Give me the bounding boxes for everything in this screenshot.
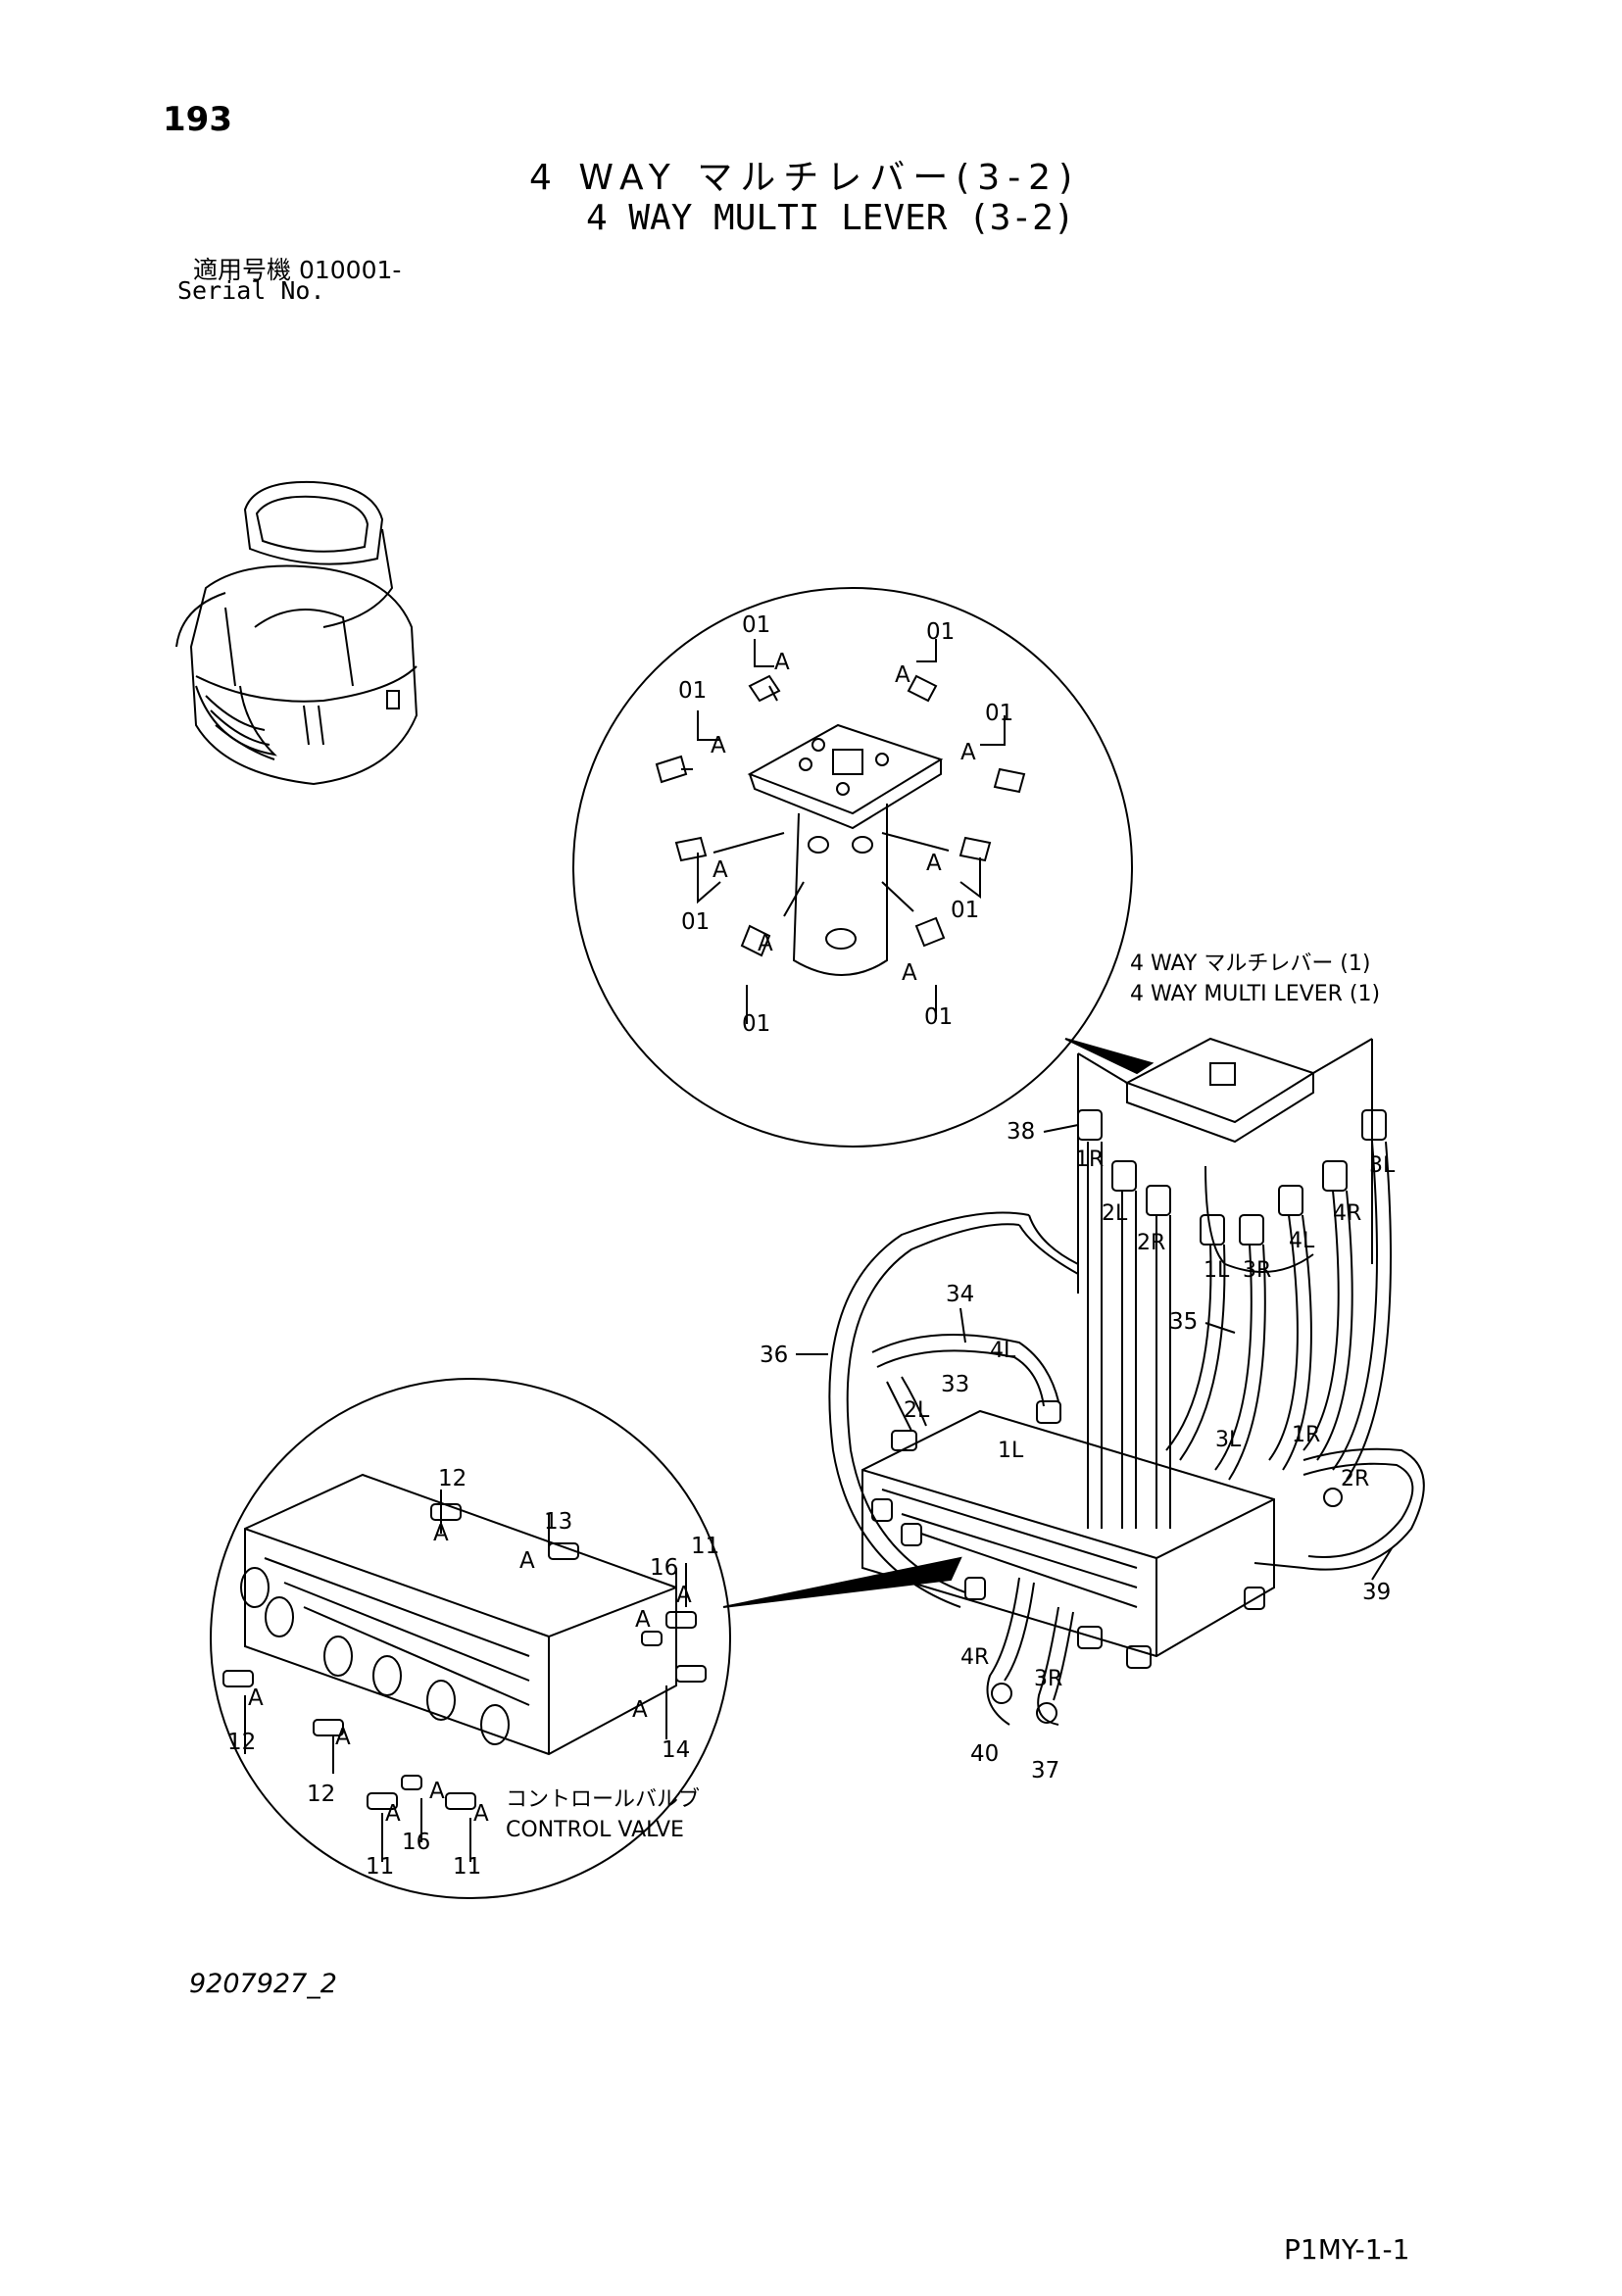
label-a: A	[473, 1801, 489, 1827]
label-01: 01	[951, 898, 979, 923]
port-2r: 2R	[1137, 1231, 1165, 1255]
valve-detail-pointer	[722, 1556, 962, 1608]
lower-circle-labels: 12 13 16 11 12 12 14 16 11 11 A A A A A …	[227, 1466, 719, 1880]
serial-label-english: Serial No.	[177, 276, 325, 305]
port-2r: 2R	[1341, 1467, 1369, 1491]
port-2l: 2L	[904, 1398, 930, 1423]
control-valve-detail	[222, 1473, 707, 1862]
port-1l: 1L	[998, 1439, 1024, 1463]
port-3r: 3R	[1034, 1667, 1062, 1691]
lever-callout-japanese: 4 WAY マルチレバー (1)	[1130, 952, 1370, 976]
lever-callout-english: 4 WAY MULTI LEVER (1)	[1130, 982, 1380, 1006]
label-35: 35	[1169, 1309, 1198, 1335]
lever-assembly-drawing	[828, 1037, 1425, 1726]
label-01: 01	[742, 612, 770, 638]
machine-overview-drawing	[175, 480, 418, 786]
port-4r: 4R	[1333, 1201, 1361, 1226]
label-39: 39	[1362, 1580, 1391, 1605]
label-01: 01	[681, 909, 710, 935]
label-a: A	[758, 931, 773, 956]
port-1r: 1R	[1292, 1423, 1320, 1447]
label-33: 33	[941, 1372, 969, 1397]
valve-callout-english: CONTROL VALVE	[506, 1818, 684, 1842]
port-3r: 3R	[1243, 1258, 1271, 1283]
label-34: 34	[946, 1282, 974, 1307]
drawing-number: 9207927_2	[189, 1969, 337, 1999]
label-01: 01	[678, 678, 707, 704]
label-16: 16	[650, 1555, 678, 1581]
port-2l: 2L	[1102, 1201, 1128, 1226]
label-38: 38	[1007, 1119, 1035, 1145]
port-1l: 1L	[1204, 1258, 1230, 1283]
label-a: A	[635, 1607, 651, 1633]
port-4r: 4R	[960, 1645, 989, 1670]
upper-circle-labels: 01 01 01 01 01 01 01 01 A A A A A A A A	[678, 612, 1013, 1037]
label-a: A	[774, 650, 790, 675]
page-number: 193	[163, 100, 232, 139]
label-36: 36	[760, 1343, 788, 1368]
label-a: A	[385, 1801, 401, 1827]
label-01: 01	[926, 619, 955, 645]
label-14: 14	[662, 1737, 690, 1763]
title-japanese: 4 WAY マルチレバー(3-2)	[529, 158, 1081, 198]
label-a: A	[632, 1697, 648, 1723]
assembly-labels: 38 34 35 36 33 39 40 37 1R 2L 2R 1L 3R 4…	[760, 1119, 1396, 1783]
label-a: A	[676, 1583, 692, 1608]
port-4l: 4L	[1289, 1229, 1315, 1253]
page-code: P1MY-1-1	[1284, 2233, 1410, 2266]
label-11: 11	[691, 1534, 719, 1559]
label-a: A	[433, 1521, 449, 1546]
title-english: 4 WAY MULTI LEVER (3-2)	[586, 198, 1075, 238]
label-11: 11	[366, 1854, 394, 1880]
serial-label-japanese: 適用号機 010001-	[193, 256, 402, 284]
lever-detail-circle	[572, 587, 1133, 1148]
lever-body-detail	[747, 723, 944, 976]
lever-detail-pointer	[1064, 1038, 1155, 1075]
label-11: 11	[453, 1854, 481, 1880]
port-4l: 4L	[990, 1339, 1016, 1363]
label-a: A	[248, 1685, 264, 1711]
port-3l: 3L	[1369, 1153, 1396, 1178]
label-a: A	[902, 960, 917, 986]
port-3l: 3L	[1215, 1428, 1242, 1452]
valve-detail-circle	[210, 1378, 731, 1899]
label-01: 01	[924, 1004, 953, 1030]
label-a: A	[895, 662, 910, 688]
label-a: A	[926, 851, 942, 876]
label-a: A	[960, 740, 976, 765]
valve-callout-japanese: コントロールバルブ	[506, 1787, 700, 1812]
label-37: 37	[1031, 1758, 1059, 1783]
label-01: 01	[985, 701, 1013, 726]
label-a: A	[713, 857, 728, 883]
label-a: A	[429, 1779, 445, 1804]
label-01: 01	[742, 1011, 770, 1037]
part-01-leaders	[697, 639, 1006, 1024]
label-12: 12	[227, 1730, 256, 1755]
label-12: 12	[438, 1466, 467, 1491]
label-12: 12	[307, 1782, 335, 1807]
label-16: 16	[402, 1830, 430, 1855]
label-a: A	[711, 733, 726, 758]
elbow-fittings-01	[655, 674, 1026, 957]
port-1r: 1R	[1075, 1148, 1104, 1172]
label-a: A	[519, 1548, 535, 1574]
label-40: 40	[970, 1741, 999, 1767]
label-13: 13	[544, 1509, 572, 1535]
label-a: A	[335, 1725, 351, 1750]
